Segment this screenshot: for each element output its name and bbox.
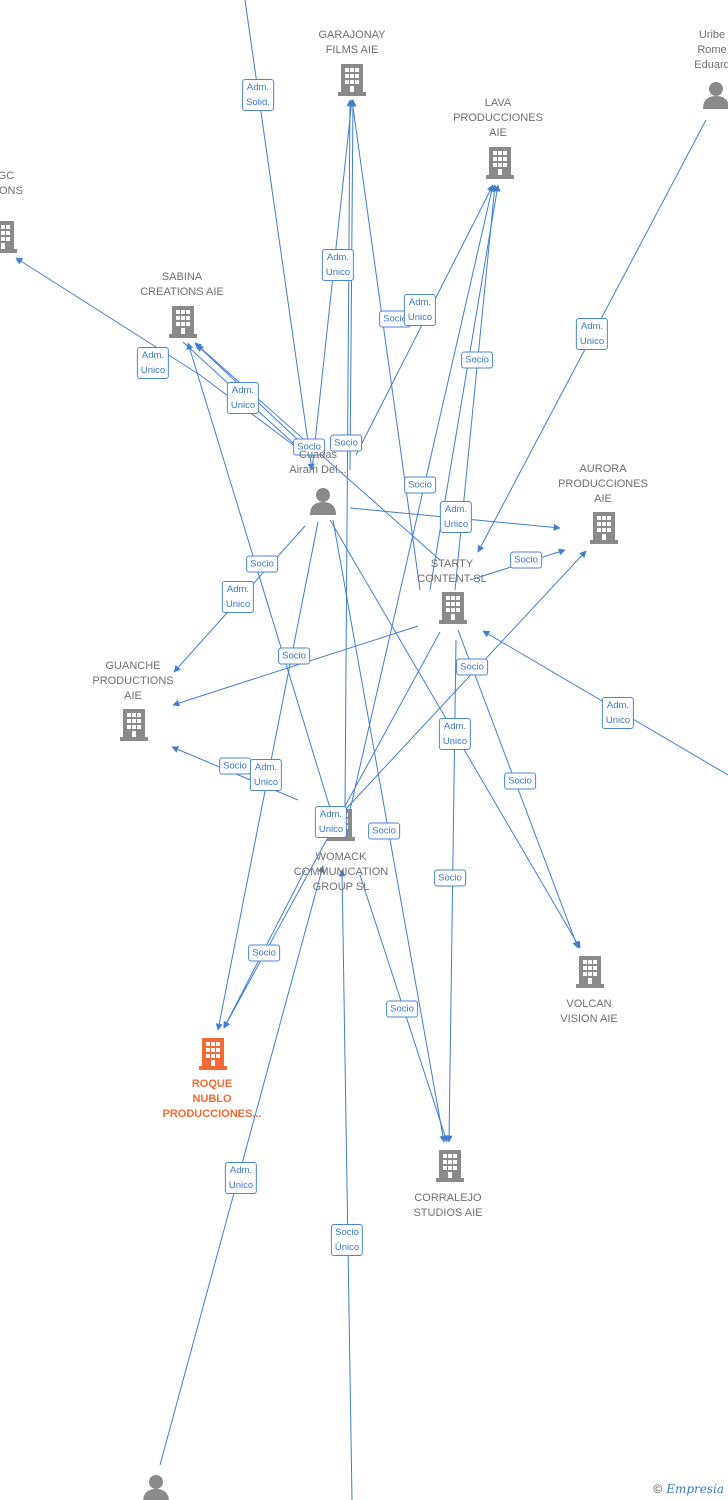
- edge-label: Socio: [246, 555, 278, 573]
- building-icon-garajonay[interactable]: [338, 64, 366, 96]
- edge-label: Adm. Unico: [438, 718, 472, 750]
- node-label-volcan[interactable]: VOLCAN VISION AIE: [560, 998, 618, 1025]
- edge-label: Adm. Unico: [575, 318, 609, 350]
- node-label-garajonay[interactable]: GARAJONAY FILMS AIE: [318, 29, 386, 56]
- edge-line: [344, 99, 354, 811]
- building-icon-gc[interactable]: [0, 221, 17, 253]
- edge-line: [338, 869, 353, 1500]
- node-label-aurora[interactable]: AURORA PRODUCCIONES AIE: [558, 463, 648, 505]
- edge-label: Socio: [368, 822, 400, 840]
- node-label-roque[interactable]: ROQUE NUBLO PRODUCCIONES...: [162, 1078, 262, 1120]
- node-label-airam[interactable]: Cuadas Airam Del...: [289, 449, 347, 476]
- edge-label: Socio: [510, 551, 542, 569]
- brand-logo[interactable]: Empresia: [666, 1482, 724, 1496]
- building-icon-corralejo[interactable]: [436, 1150, 464, 1182]
- edges: [15, 0, 728, 1500]
- edge-label: Socio: [504, 772, 536, 790]
- edge-label: Socio: [330, 434, 362, 452]
- edge-line: [349, 99, 421, 591]
- edge-label: Socio: [386, 1000, 418, 1018]
- edge-label: Socio: [434, 869, 466, 887]
- edge-line: [186, 342, 331, 809]
- building-icon-lava[interactable]: [486, 147, 514, 179]
- person-icon-airam[interactable]: [310, 488, 336, 515]
- edge-label: Adm. Unico: [249, 759, 283, 791]
- edge-label: Adm. Unico: [224, 1162, 258, 1194]
- node-label-starty[interactable]: STARTY CONTENT SL: [417, 558, 487, 585]
- edge-line: [311, 99, 355, 471]
- building-icon-aurora[interactable]: [590, 512, 618, 544]
- node-icons: [0, 64, 728, 1500]
- edge-label: Socio: [461, 351, 493, 369]
- building-icon-volcan[interactable]: [576, 956, 604, 988]
- building-icon-roque[interactable]: [199, 1038, 227, 1070]
- edge-label: Socio: [219, 757, 251, 775]
- edge-line: [172, 625, 419, 707]
- edge-label: Socio: [404, 476, 436, 494]
- edge-label: Adm. Unico: [321, 249, 355, 281]
- node-label-womack[interactable]: WOMACK COMMUNICATION GROUP SL: [293, 851, 389, 893]
- node-label-sabina[interactable]: SABINA CREATIONS AIE: [140, 271, 224, 298]
- edge-label: Adm. Unico: [439, 501, 473, 533]
- edge-label: Adm. Unico: [221, 581, 255, 613]
- edge-line: [15, 257, 201, 376]
- building-icon-starty[interactable]: [439, 592, 467, 624]
- node-label-corralejo[interactable]: CORRALEJO STUDIOS AIE: [413, 1192, 483, 1219]
- edge-line: [349, 184, 496, 811]
- edge-label: Adm. Unico: [136, 347, 170, 379]
- edge-label: Adm. Unico: [226, 382, 260, 414]
- building-icon-guanche[interactable]: [120, 709, 148, 741]
- edge-label: Socio: [278, 647, 310, 665]
- edge-label: Adm. Unico: [314, 806, 348, 838]
- edge-label: Adm. Unico: [601, 697, 635, 729]
- copyright-symbol: ©: [653, 1482, 663, 1496]
- node-label-lava[interactable]: LAVA PRODUCCIONES AIE: [453, 97, 543, 139]
- edge-label: Socio: [248, 944, 280, 962]
- edge-label: Socio Único: [330, 1224, 364, 1256]
- node-label-guanche[interactable]: GUANCHE PRODUCTIONS AIE: [92, 660, 174, 702]
- edge-label: Socio: [379, 310, 411, 328]
- person-icon-uribe[interactable]: [703, 82, 728, 109]
- edge-label: Socio: [456, 658, 488, 676]
- footer: ©Empresia: [653, 1482, 724, 1496]
- node-label-uribe[interactable]: Uribe Rome Eduard: [694, 29, 728, 71]
- edge-label: Adm. Solid.: [242, 79, 274, 111]
- edge-line: [445, 639, 457, 1143]
- edge-line: [349, 99, 357, 471]
- building-icon-sabina[interactable]: [169, 306, 197, 338]
- node-label-gc[interactable]: GC TIONS: [0, 170, 23, 197]
- person-icon-bottom_person[interactable]: [143, 1475, 169, 1500]
- edge-line: [244, 0, 315, 471]
- edge-label: Adm. Unico: [403, 294, 437, 326]
- edge-label: Socio: [293, 438, 325, 456]
- edge-line: [344, 550, 587, 811]
